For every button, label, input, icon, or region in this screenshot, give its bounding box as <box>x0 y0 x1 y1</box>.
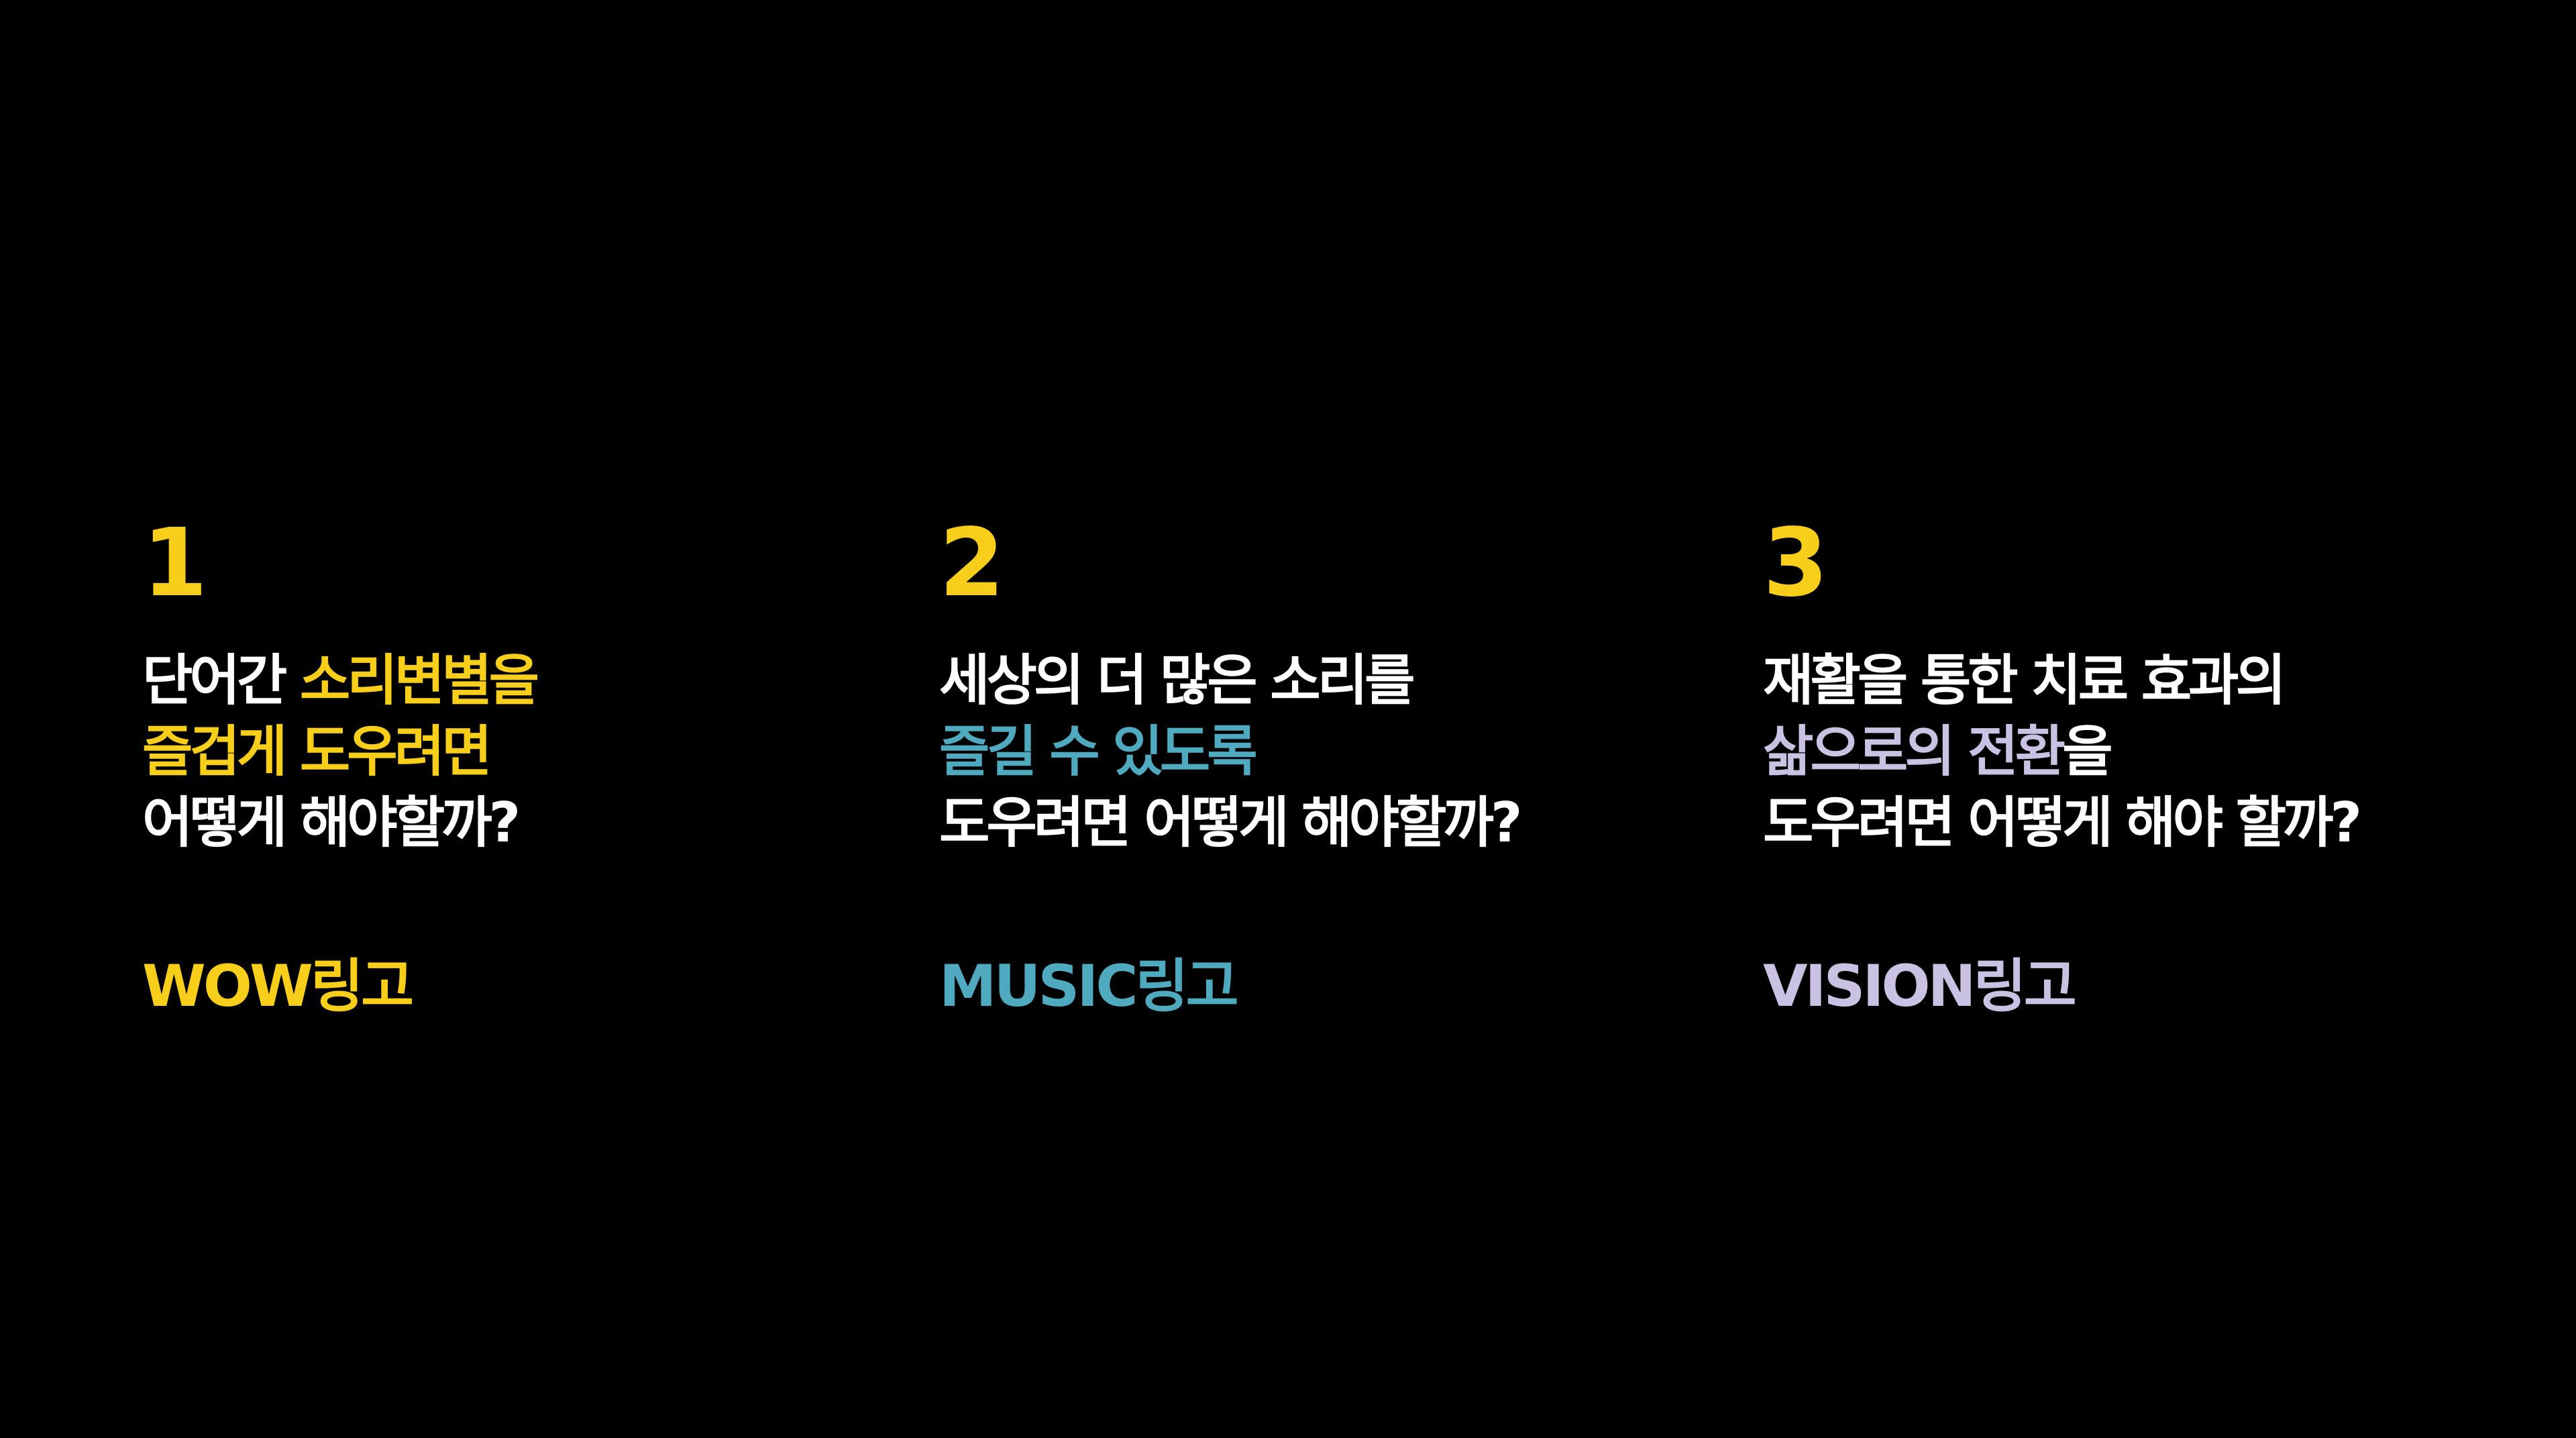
question-segment: 을 <box>2062 720 2112 784</box>
question-segment: 재활을 통한 치료 효과의 <box>1763 649 2286 713</box>
question-line: 도우려면 어떻게 해야할까? <box>939 788 1677 859</box>
section-vision: 3 재활을 통한 치료 효과의 삶으로의 전환을 도우려면 어떻게 해야 할까? <box>1763 517 2501 859</box>
question-segment-highlight: 소리변별을 <box>299 649 539 713</box>
question-segment: 도우려면 어떻게 해야 할까? <box>1763 791 2362 855</box>
question-line: 세상의 더 많은 소리를 <box>939 646 1677 717</box>
question-line: 도우려면 어떻게 해야 할까? <box>1763 788 2501 859</box>
question-line: 어떻게 해야할까? <box>142 788 880 859</box>
question-line: 즐길 수 있도록 <box>939 717 1677 788</box>
brand-wow-lingo: WOW링고 <box>142 953 414 1020</box>
question-line: 즐겁게 도우려면 <box>142 717 880 788</box>
brand-music-lingo: MUSIC링고 <box>939 953 1239 1020</box>
question-line: 재활을 통한 치료 효과의 <box>1763 646 2501 717</box>
question-segment-highlight: 삶으로의 전환 <box>1763 720 2065 784</box>
question-line: 삶으로의 전환을 <box>1763 717 2501 788</box>
section-question: 단어간 소리변별을 즐겁게 도우려면 어떻게 해야할까? <box>142 646 880 859</box>
question-segment: 도우려면 어떻게 해야할까? <box>939 791 1523 855</box>
section-wow: 1 단어간 소리변별을 즐겁게 도우려면 어떻게 해야할까? <box>142 517 880 859</box>
section-number: 2 <box>939 509 1004 618</box>
section-question: 재활을 통한 치료 효과의 삶으로의 전환을 도우려면 어떻게 해야 할까? <box>1763 646 2501 859</box>
question-line: 단어간 소리변별을 <box>142 646 880 717</box>
question-segment-highlight: 즐길 수 있도록 <box>939 720 1258 784</box>
section-question: 세상의 더 많은 소리를 즐길 수 있도록 도우려면 어떻게 해야할까? <box>939 646 1677 859</box>
question-segment-highlight: 즐겁게 도우려면 <box>142 720 492 784</box>
section-number: 1 <box>142 509 207 618</box>
brand-vision-lingo: VISION링고 <box>1763 953 2077 1020</box>
question-segment: 세상의 더 많은 소리를 <box>939 649 1415 713</box>
question-segment: 어떻게 해야할까? <box>142 791 521 855</box>
question-segment: 단어간 <box>142 649 300 713</box>
section-number: 3 <box>1763 509 1828 618</box>
section-music: 2 세상의 더 많은 소리를 즐길 수 있도록 도우려면 어떻게 해야할까? <box>939 517 1677 859</box>
